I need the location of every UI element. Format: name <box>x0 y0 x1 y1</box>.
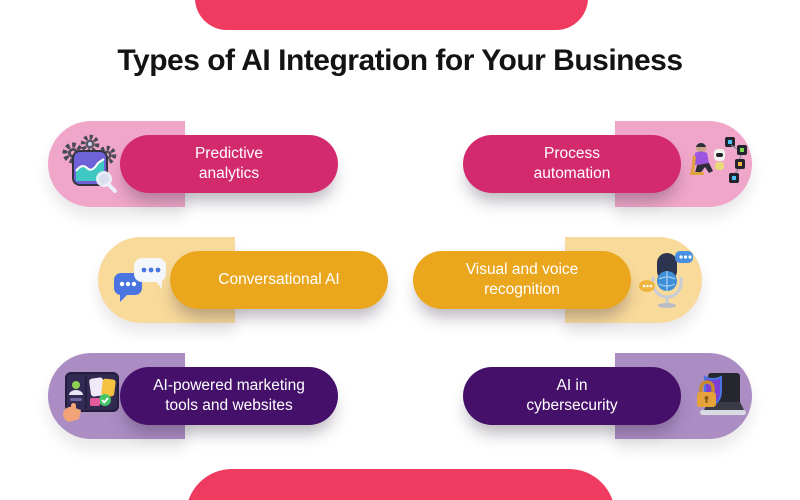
item-label-line1: Predictive <box>194 145 264 162</box>
integration-item-conversational-ai: Conversational AI <box>98 237 388 323</box>
item-pill-visual-voice-recognition: Visual and voice recognition <box>413 251 631 309</box>
item-label-line2: automation <box>533 165 611 182</box>
item-label-line2: recognition <box>484 281 560 298</box>
item-pill-ai-marketing-tools: AI-powered marketing tools and websites <box>120 367 338 425</box>
laptop-shield-lock-icon <box>697 373 746 415</box>
item-label-line2: analytics <box>198 165 260 182</box>
dashboard-hand-icon <box>63 372 119 422</box>
item-label-line1: AI in <box>556 377 588 394</box>
item-label-line2: tools and websites <box>165 397 293 414</box>
item-label-line1: Process <box>544 145 600 162</box>
person-robot-workflow-icon <box>690 137 747 183</box>
top-decoration-shape <box>195 0 588 30</box>
integration-item-process-automation: Process automation <box>463 121 752 207</box>
item-pill-ai-cybersecurity: AI in cybersecurity <box>463 367 681 425</box>
item-label-line1: AI-powered marketing <box>153 377 305 394</box>
item-label-line2: cybersecurity <box>526 397 618 414</box>
item-pill-process-automation: Process automation <box>463 135 681 193</box>
gears-chart-magnifier-icon <box>62 134 117 193</box>
integration-item-predictive-analytics: Predictive analytics <box>48 121 338 207</box>
item-pill-predictive-analytics: Predictive analytics <box>120 135 338 193</box>
item-pill-conversational-ai: Conversational AI <box>170 251 388 309</box>
microphone-icon <box>639 251 693 308</box>
page-title: Types of AI Integration for Your Busines… <box>117 44 683 77</box>
integration-item-visual-voice-recognition: Visual and voice recognition <box>413 237 702 323</box>
chat-bubbles-icon <box>114 258 166 302</box>
integration-item-ai-marketing-tools: AI-powered marketing tools and websites <box>48 353 338 439</box>
bottom-decoration-shape <box>186 469 615 500</box>
integration-item-ai-cybersecurity: AI in cybersecurity <box>463 353 752 439</box>
item-label-line1: Conversational AI <box>218 271 340 288</box>
item-label-line1: Visual and voice <box>465 261 579 278</box>
